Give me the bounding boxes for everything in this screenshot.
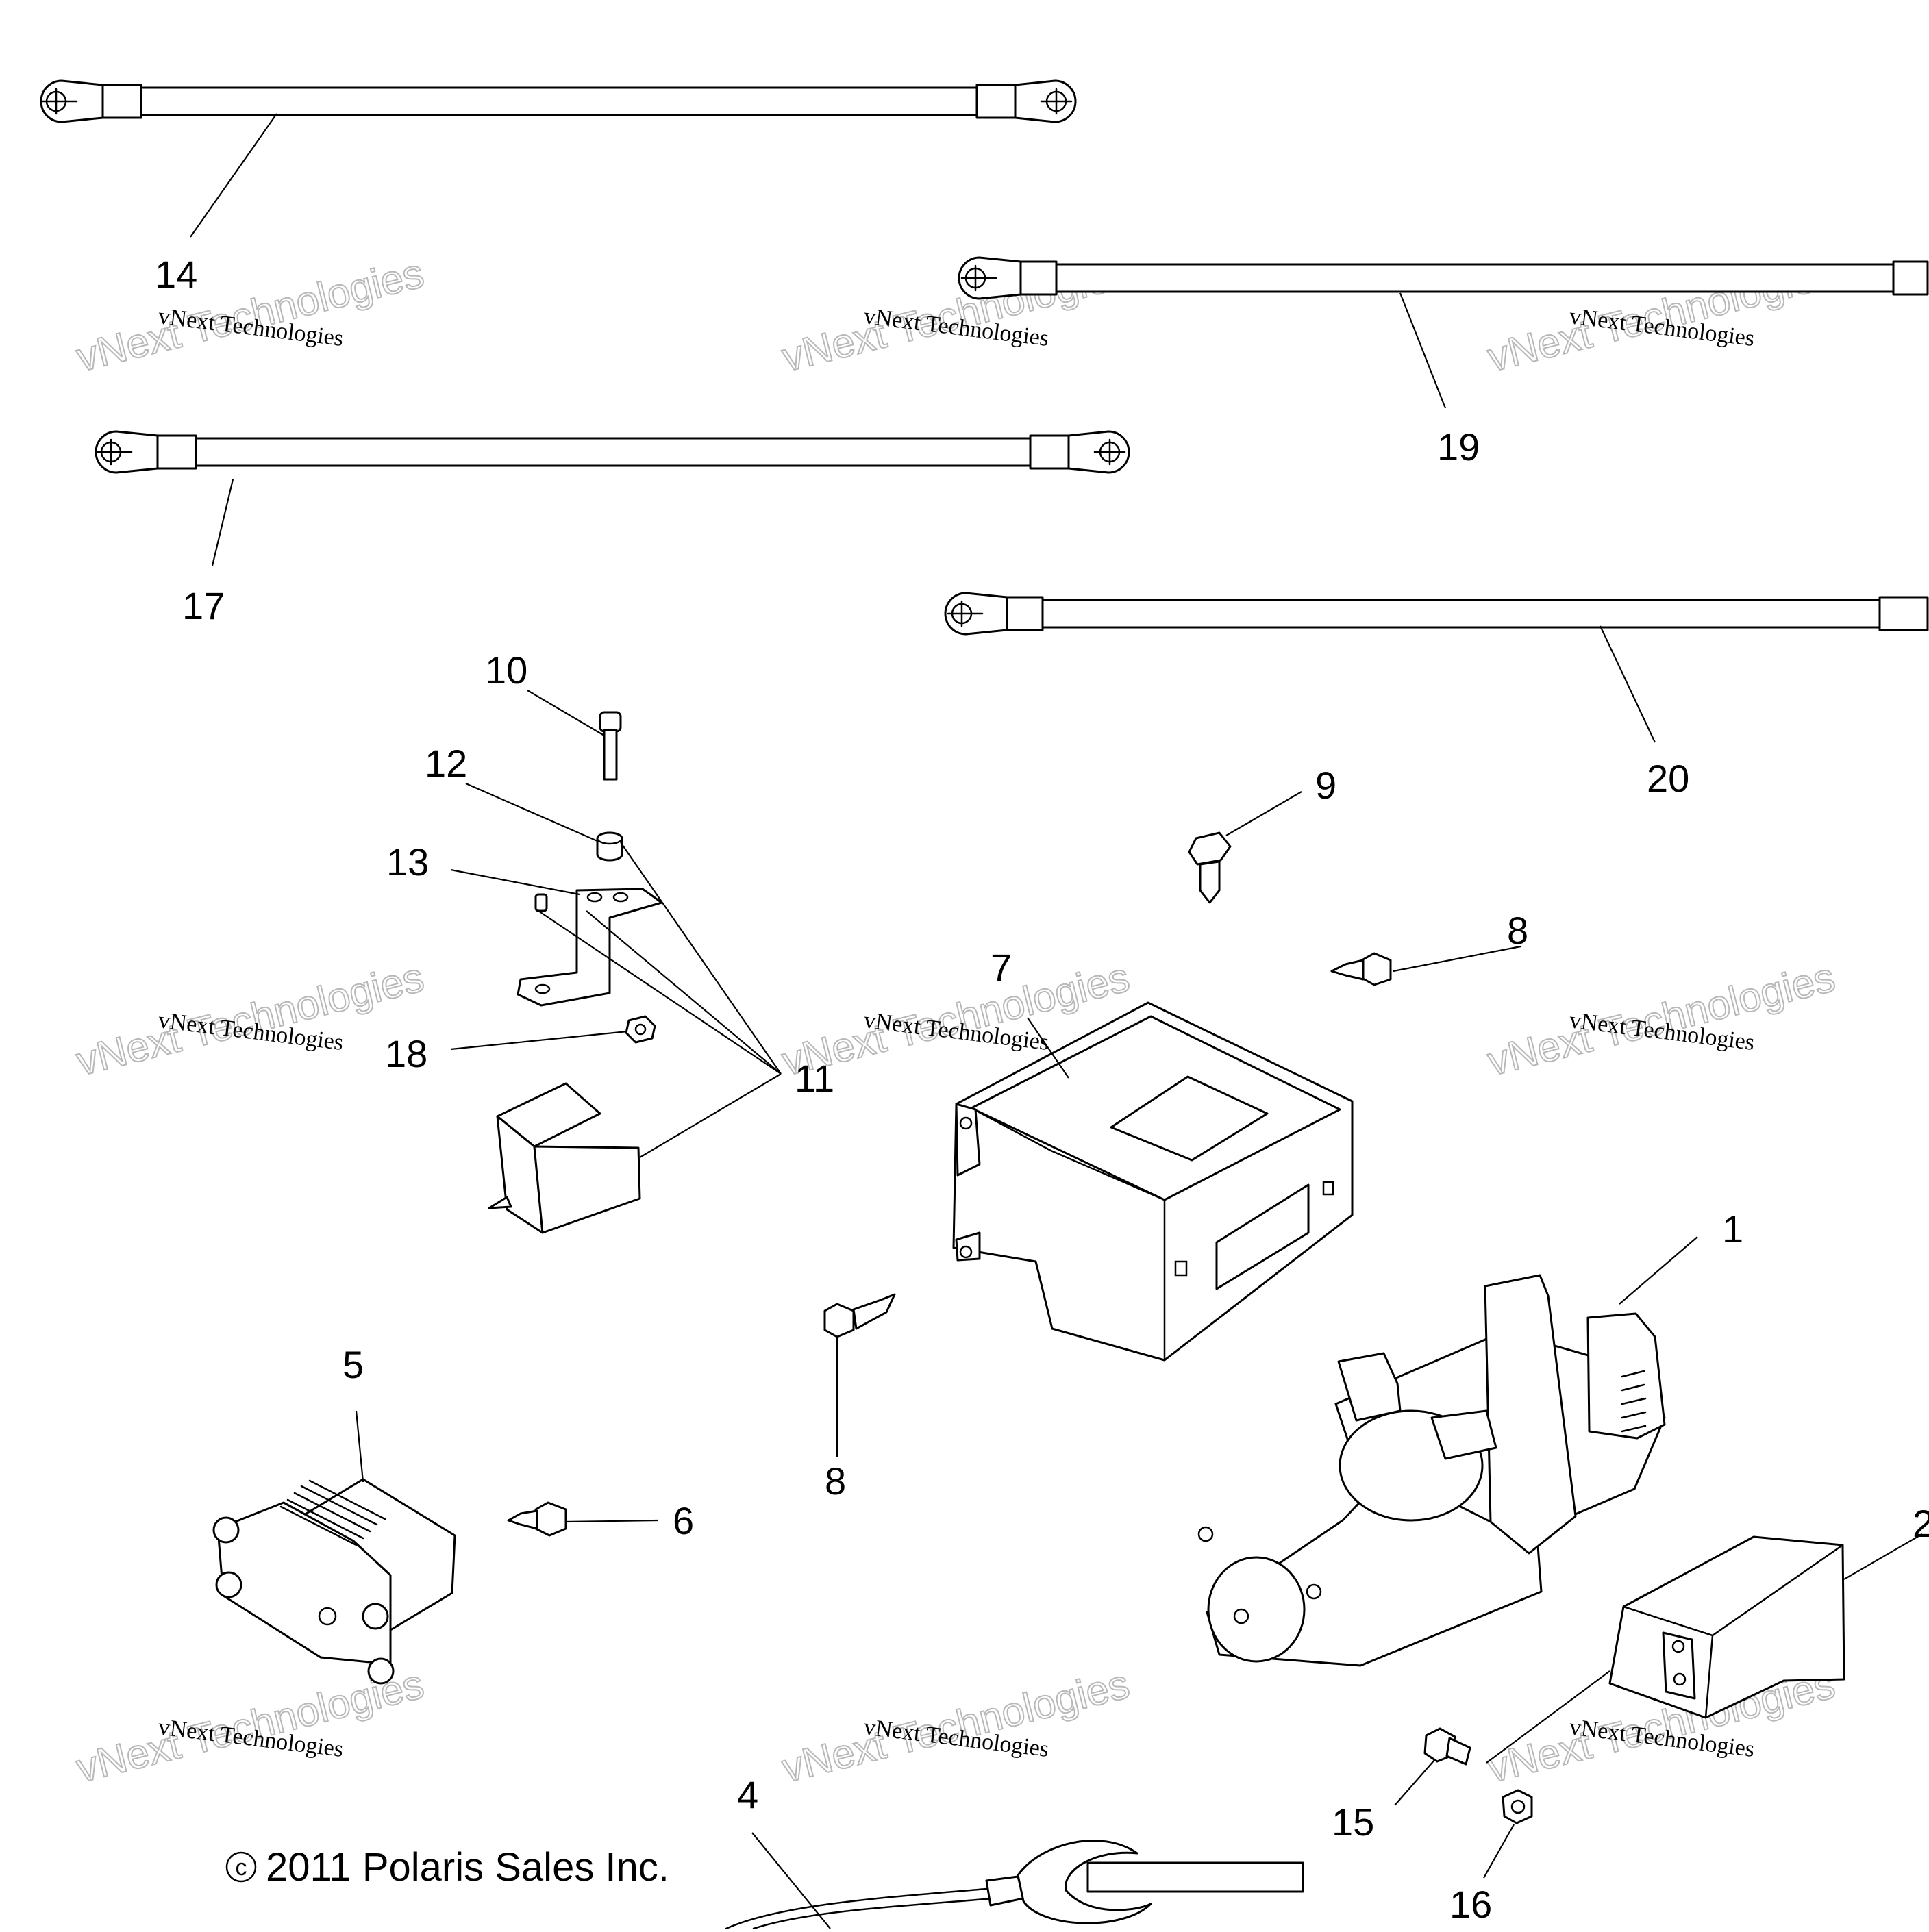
callout-4: 4 <box>737 1773 758 1816</box>
contactor-5 <box>212 1478 456 1685</box>
callout-2: 2 <box>1913 1502 1929 1545</box>
bracket-2 <box>1608 1535 1845 1719</box>
callout-12: 12 <box>425 742 467 785</box>
cable-14 <box>40 79 1077 123</box>
bushing-12 <box>596 831 623 862</box>
watermark: vNext Technologies vNext Technologies <box>71 953 429 1086</box>
copyright-symbol: c <box>236 1855 247 1881</box>
watermark: vNext Technologies vNext Technologies <box>71 249 429 381</box>
bolt-15 <box>1423 1727 1471 1766</box>
cable-4 <box>725 1840 1304 1930</box>
leader-lines <box>190 113 1923 1929</box>
relay-box-11 <box>488 1082 641 1234</box>
callout-labels: 1 2 4 5 6 7 8 8 9 10 11 12 13 14 15 16 1… <box>155 253 1929 1926</box>
callout-18: 18 <box>385 1032 427 1075</box>
callout-14: 14 <box>155 253 197 296</box>
screw-9 <box>1188 831 1232 904</box>
cable-19 <box>958 256 1929 300</box>
cable-17 <box>95 430 1130 474</box>
callout-8-lower: 8 <box>825 1459 846 1503</box>
callout-15: 15 <box>1332 1801 1374 1844</box>
nut-18 <box>625 1015 656 1044</box>
bolt-10 <box>599 711 622 781</box>
screw-8-lower <box>823 1293 896 1338</box>
copyright-notice: c 2011 Polaris Sales Inc. <box>225 1845 669 1890</box>
bracket-13 <box>517 888 663 1007</box>
callout-11: 11 <box>795 1057 834 1100</box>
nut-16 <box>1502 1789 1533 1824</box>
winch-mount-7 <box>952 1001 1354 1362</box>
watermark: vNext Technologies vNext Technologies <box>1482 953 1840 1086</box>
screw-6 <box>507 1501 567 1537</box>
winch-1 <box>1197 1274 1666 1667</box>
callout-7: 7 <box>991 946 1012 989</box>
callout-19: 19 <box>1437 425 1480 468</box>
callout-6: 6 <box>673 1499 694 1542</box>
copyright-text: 2011 Polaris Sales Inc. <box>266 1845 669 1890</box>
callout-20: 20 <box>1647 757 1689 800</box>
callout-16: 16 <box>1449 1883 1492 1926</box>
cable-20 <box>944 592 1929 636</box>
callout-5: 5 <box>343 1343 364 1386</box>
callout-1: 1 <box>1722 1207 1743 1251</box>
callout-13: 13 <box>386 840 429 883</box>
callout-9: 9 <box>1315 764 1336 807</box>
callout-10: 10 <box>485 649 527 692</box>
watermark: vNext Technologies vNext Technologies <box>777 1660 1134 1792</box>
callout-8-upper: 8 <box>1507 909 1528 952</box>
callout-17: 17 <box>182 584 225 627</box>
screw-8-upper <box>1330 952 1392 986</box>
